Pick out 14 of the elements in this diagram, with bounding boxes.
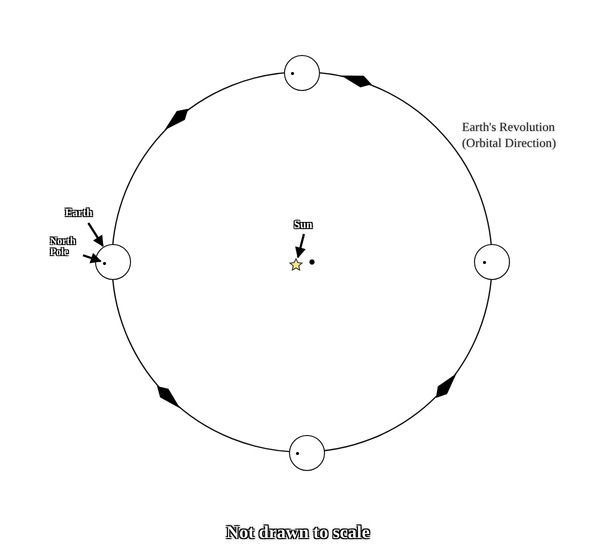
caption: Not drawn to scale xyxy=(224,522,372,543)
planet-label: North Pole xyxy=(50,236,82,258)
planet-label: Earth xyxy=(65,207,101,220)
leader-arrow xyxy=(87,222,104,247)
pole-dot xyxy=(102,262,106,264)
earth-circle xyxy=(95,244,131,280)
leader-arrow xyxy=(295,234,306,258)
earth-circle xyxy=(284,55,320,91)
star-icon xyxy=(289,258,303,272)
planet-label: Sun xyxy=(294,219,318,232)
leader-arrow xyxy=(82,252,102,264)
orbit-direction-note: Earth's Revolution (Orbital Direction) xyxy=(462,119,558,152)
earth-circle xyxy=(289,435,325,471)
earth-circle xyxy=(474,244,510,280)
